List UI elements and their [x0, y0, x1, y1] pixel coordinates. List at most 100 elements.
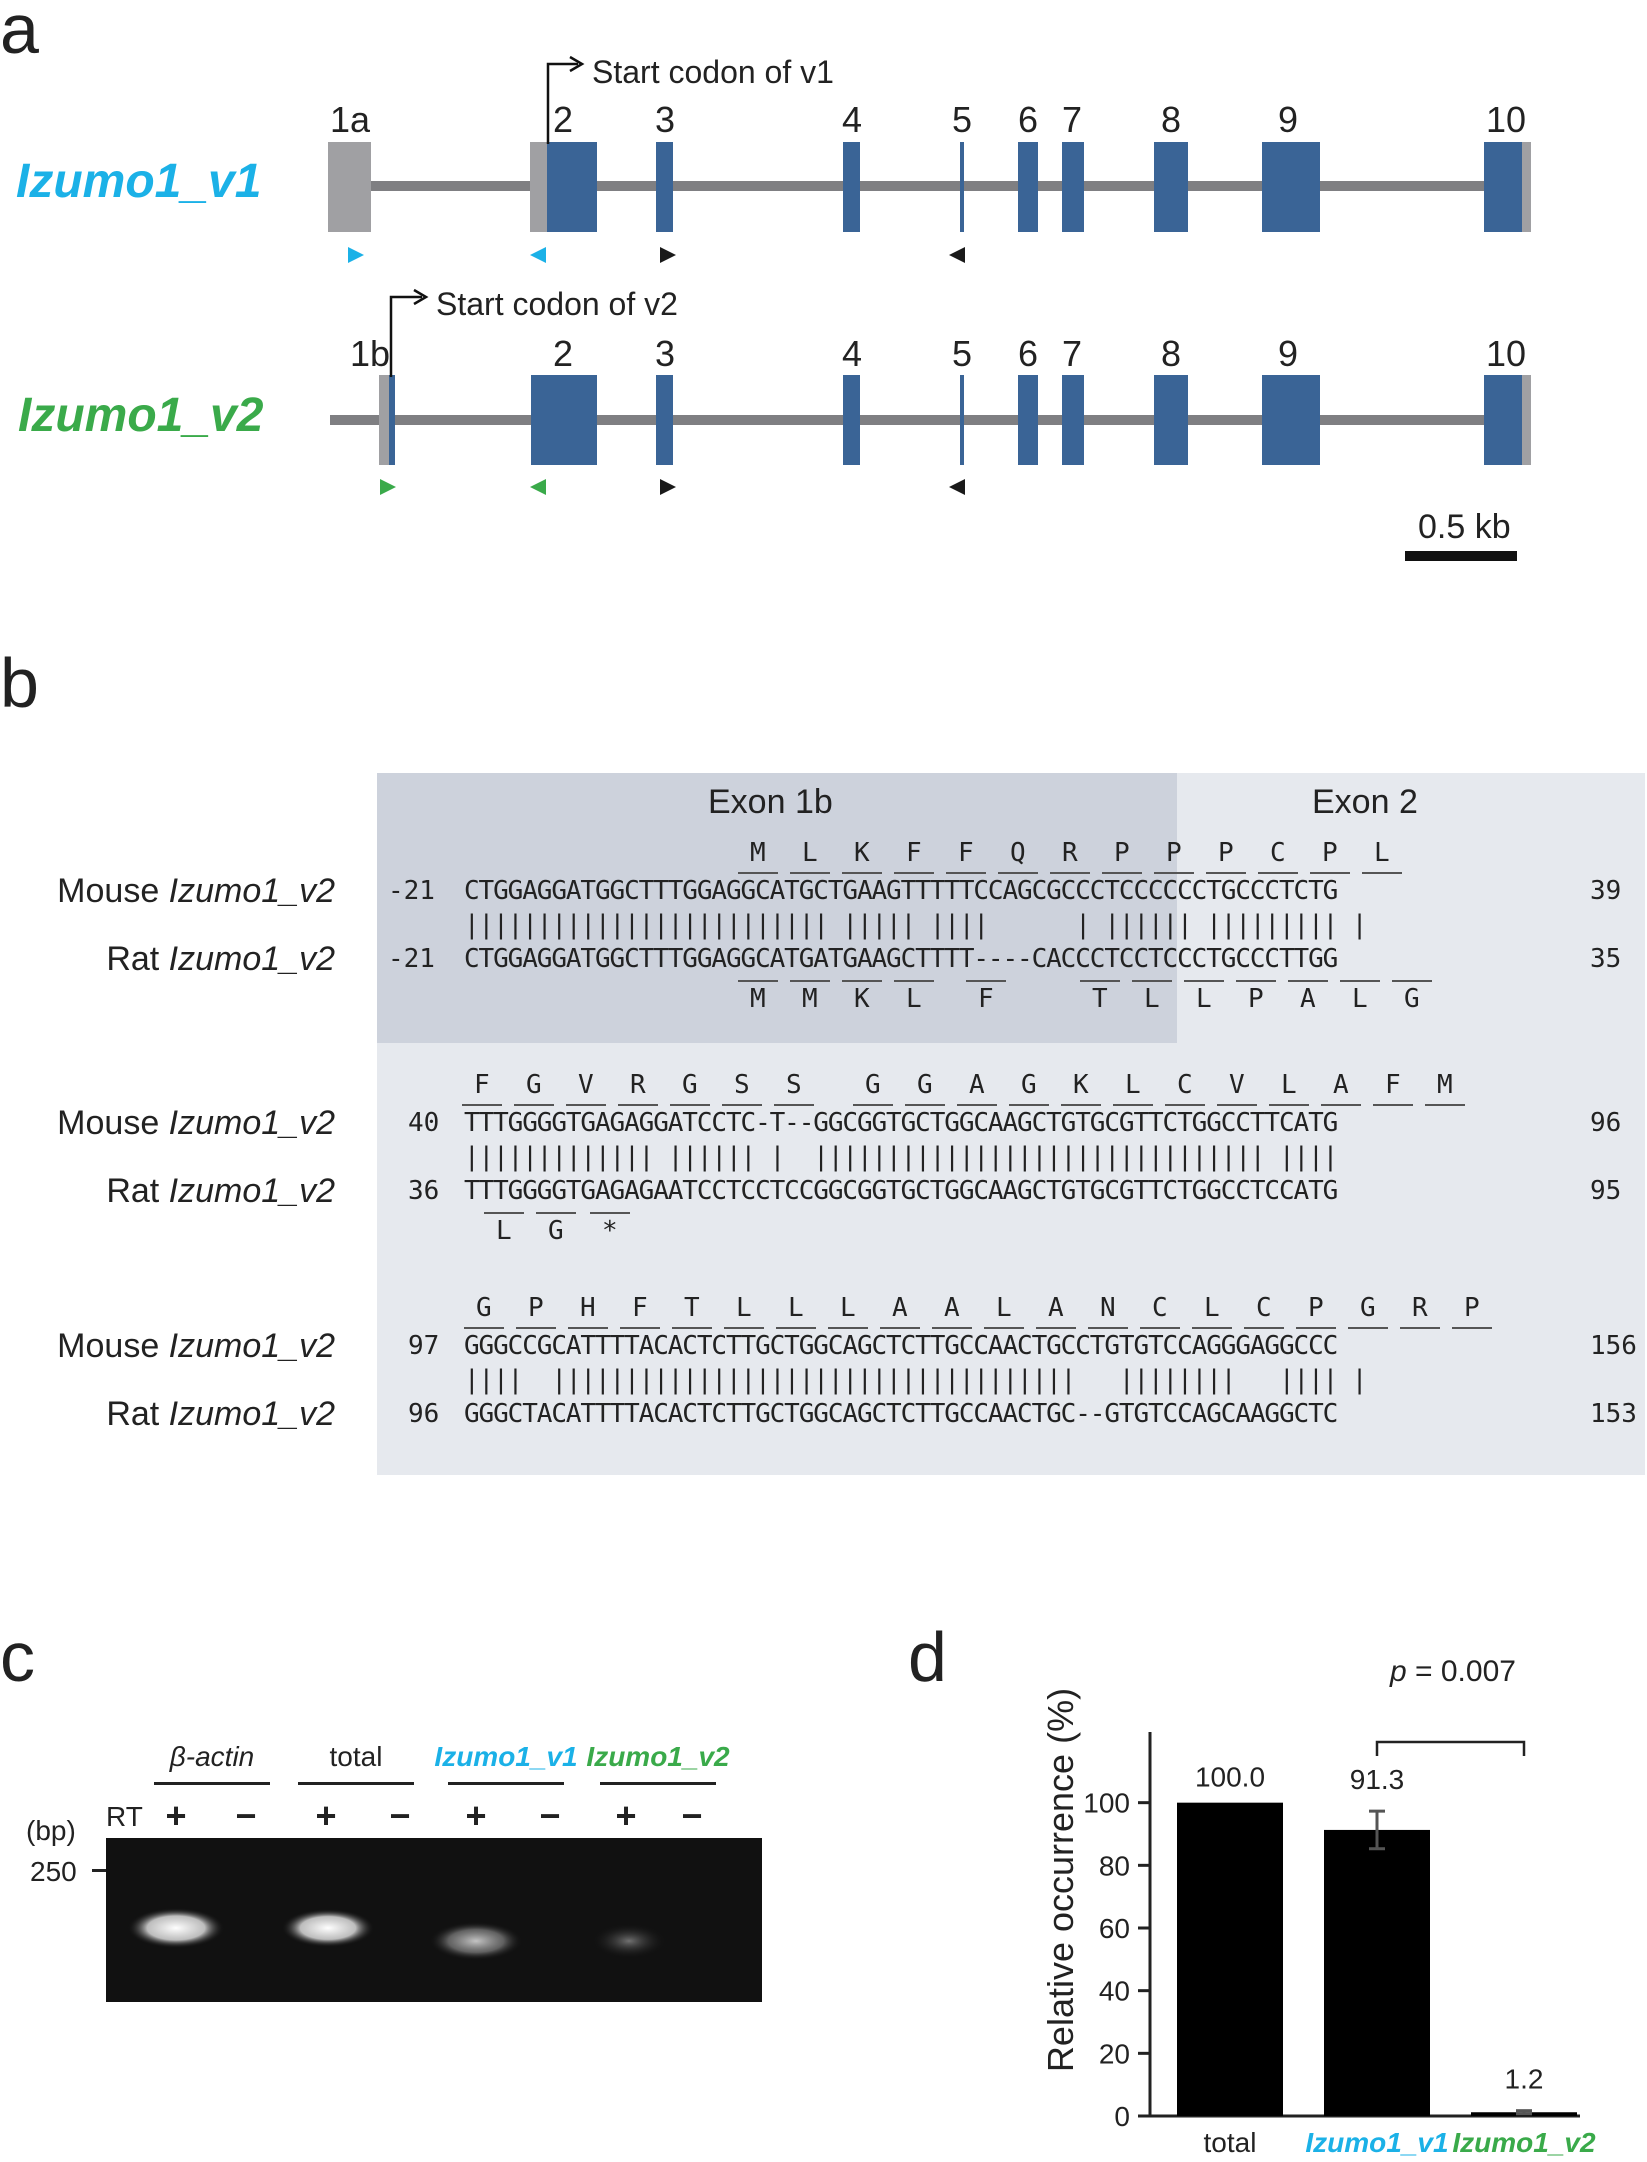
lane-group-label: β-actin	[169, 1741, 255, 1772]
gel-image	[106, 1838, 762, 2002]
codon-underline	[1373, 1104, 1413, 1106]
exon-label: 9	[1277, 333, 1299, 374]
value-label: 100.0	[1195, 1762, 1265, 1793]
size-marker-tick	[92, 1869, 108, 1872]
codon-overline	[738, 980, 778, 982]
rat-amino-acid: L	[906, 984, 922, 1014]
intron-line-v2	[330, 415, 1530, 425]
mouse-amino-acid: A	[944, 1293, 960, 1323]
category-label: Izumo1_v1	[1305, 2127, 1448, 2158]
codon-overline	[1340, 980, 1380, 982]
rt-sign: −	[681, 1795, 703, 1836]
primer-reverse-total	[949, 247, 965, 263]
rt-sign: −	[539, 1795, 561, 1836]
codon-underline	[776, 1327, 816, 1329]
exon-10	[1484, 142, 1522, 232]
start-codon-arrow-v2	[389, 295, 422, 377]
codon-underline	[1310, 872, 1350, 874]
exon-3	[656, 375, 673, 465]
rat-species-label: Rat Izumo1_v2	[106, 1397, 335, 1431]
value-label: 91.3	[1350, 1764, 1405, 1795]
mouse-amino-acid: G	[682, 1070, 698, 1100]
y-tick-label: 60	[1099, 1913, 1130, 1944]
codon-underline	[1258, 872, 1298, 874]
codon-overline	[1236, 980, 1276, 982]
codon-overline	[590, 1212, 630, 1214]
mouse-amino-acid: L	[840, 1293, 856, 1323]
codon-underline	[905, 1104, 945, 1106]
exon-1b-utr	[379, 375, 389, 465]
codon-underline	[842, 872, 882, 874]
codon-underline	[1061, 1104, 1101, 1106]
codon-underline	[1206, 872, 1246, 874]
gel-band-total	[282, 1909, 374, 1947]
codon-underline	[957, 1104, 997, 1106]
mouse-species-label: Mouse Izumo1_v2	[57, 1329, 335, 1363]
lane-group-line	[298, 1782, 414, 1785]
rt-label: RT	[106, 1801, 143, 1832]
p-symbol: p	[1390, 1655, 1407, 1688]
exon-2	[547, 142, 597, 232]
category-label: total	[1204, 2127, 1257, 2158]
codon-underline	[790, 872, 830, 874]
codon-underline	[828, 1327, 868, 1329]
codon-overline	[842, 980, 882, 982]
bar	[1324, 1829, 1430, 2116]
codon-underline	[1036, 1327, 1076, 1329]
mouse-amino-acid: P	[1114, 838, 1130, 868]
exon-label: 2	[552, 333, 574, 374]
mouse-amino-acid: P	[1308, 1293, 1324, 1323]
exon-label: 8	[1160, 333, 1182, 374]
rat-amino-acid: L	[1144, 984, 1160, 1014]
mouse-amino-acid: A	[892, 1293, 908, 1323]
codon-underline	[1296, 1327, 1336, 1329]
species-prefix: Mouse	[57, 1327, 169, 1365]
rat-sequence: CTGGAGGATGGCTTTGGAGGCATGATGAAGCTTTT----C…	[464, 944, 1338, 974]
exon-3	[656, 142, 673, 232]
codon-underline	[1113, 1104, 1153, 1106]
exon-1a	[328, 142, 371, 232]
mouse-end-pos: 96	[1590, 1108, 1622, 1138]
exon-label: 9	[1277, 99, 1299, 140]
lane-group-line	[600, 1782, 716, 1785]
codon-underline	[1348, 1327, 1388, 1329]
rat-species-label: Rat Izumo1_v2	[106, 1174, 335, 1208]
mouse-amino-acid: L	[736, 1293, 752, 1323]
mouse-amino-acid: K	[1073, 1070, 1089, 1100]
codon-underline	[568, 1327, 608, 1329]
mouse-sequence: TTTGGGGTGAGAGGATCCTC-T--GGCGGTGCTGGCAAGC…	[464, 1108, 1338, 1138]
exon-label: 4	[841, 333, 863, 374]
codon-underline	[672, 1327, 712, 1329]
value-label: 1.2	[1505, 2064, 1544, 2095]
codon-underline	[1088, 1327, 1128, 1329]
mouse-amino-acid: Q	[1010, 838, 1026, 868]
codon-underline	[1192, 1327, 1232, 1329]
exon-label: 7	[1061, 99, 1083, 140]
exon-1b	[389, 375, 395, 465]
scale-bar	[1405, 551, 1517, 561]
codon-underline	[894, 872, 934, 874]
mouse-amino-acid: L	[1204, 1293, 1220, 1323]
primer-reverse-v2-specific	[530, 479, 546, 495]
exon-2-utr	[530, 142, 547, 232]
mouse-amino-acid: N	[1100, 1293, 1116, 1323]
mouse-amino-acid: L	[802, 838, 818, 868]
exon-label: 5	[951, 99, 973, 140]
mouse-start-pos: 40	[408, 1108, 440, 1138]
exon-label: 5	[951, 333, 973, 374]
rat-amino-acid: G	[548, 1216, 564, 1246]
rat-amino-acid: L	[496, 1216, 512, 1246]
exon-10	[1484, 375, 1522, 465]
exon-5	[960, 375, 964, 465]
mouse-start-pos: 97	[408, 1331, 440, 1361]
mouse-amino-acid: R	[1412, 1293, 1428, 1323]
variant-name-v1: Izumo1_v1	[16, 155, 262, 208]
mouse-amino-acid: G	[865, 1070, 881, 1100]
codon-underline	[932, 1327, 972, 1329]
bar	[1177, 1802, 1283, 2116]
codon-underline	[774, 1104, 814, 1106]
mouse-species-label: Mouse Izumo1_v2	[57, 1106, 335, 1140]
codon-overline	[1080, 980, 1120, 982]
start-codon-label-v2: Start codon of v2	[436, 286, 678, 322]
exon-10-utr	[1522, 142, 1531, 232]
